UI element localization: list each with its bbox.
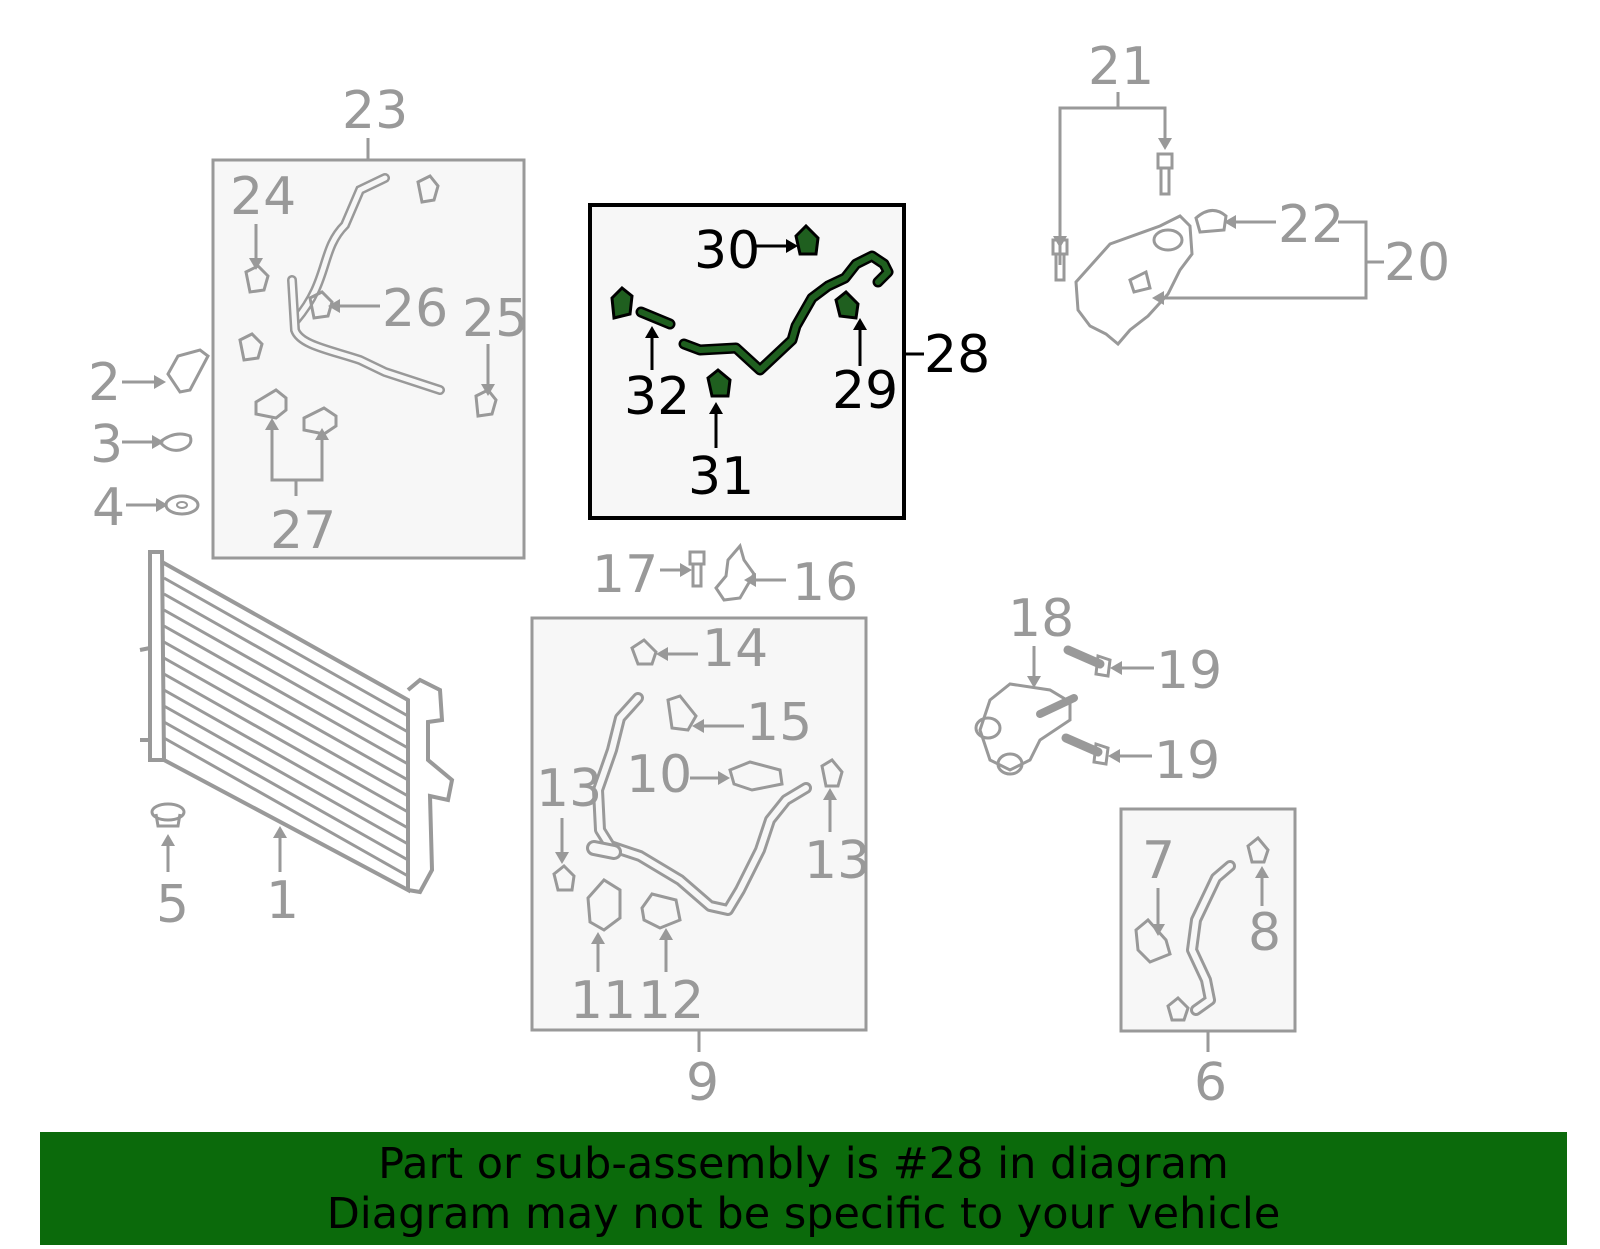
label-32: 32 [624,367,690,427]
label-19a: 19 [1156,641,1222,701]
label-21: 21 [1088,37,1154,97]
label-5: 5 [156,875,189,935]
small-parts-2-3-4 [122,348,210,516]
label-20: 20 [1384,233,1450,293]
label-1: 1 [266,871,299,931]
label-3: 3 [90,415,123,475]
label-23: 23 [342,81,408,141]
label-18: 18 [1008,589,1074,649]
label-13b: 13 [804,831,870,891]
label-19b: 19 [1154,731,1220,791]
label-15: 15 [746,693,812,753]
assembly-9-panel [530,616,868,1052]
label-11: 11 [570,971,636,1031]
label-7: 7 [1142,831,1175,891]
reservoir-20 [1051,92,1384,347]
label-6: 6 [1194,1053,1227,1113]
label-16: 16 [792,553,858,613]
label-2: 2 [88,353,121,413]
label-24: 24 [230,167,296,227]
label-22: 22 [1278,195,1344,255]
label-28: 28 [924,325,990,385]
radiator-1 [139,550,455,895]
housing-18 [974,645,1154,776]
label-14: 14 [702,619,768,679]
callout-labels: 23 24 26 25 27 2 3 4 5 1 30 32 29 28 31 … [88,37,1450,1113]
label-13a: 13 [536,759,602,819]
label-30: 30 [694,221,760,281]
assembly-28-highlight [588,203,924,520]
label-25: 25 [462,289,528,349]
banner-line-1: Part or sub-assembly is #28 in diagram [378,1138,1229,1189]
info-banner: Part or sub-assembly is #28 in diagram D… [40,1132,1567,1245]
label-4: 4 [92,478,125,538]
banner-line-2: Diagram may not be specific to your vehi… [326,1188,1281,1239]
label-17: 17 [592,545,658,605]
assembly-23-panel [211,138,526,560]
label-8: 8 [1248,903,1281,963]
label-26: 26 [382,279,448,339]
label-27: 27 [270,501,336,561]
label-9: 9 [686,1053,719,1113]
assembly-6-panel [1119,807,1297,1052]
label-31: 31 [688,447,754,507]
label-10: 10 [626,745,692,805]
bolt-17-bracket-16 [660,542,786,602]
label-12: 12 [638,971,704,1031]
label-29: 29 [832,361,898,421]
